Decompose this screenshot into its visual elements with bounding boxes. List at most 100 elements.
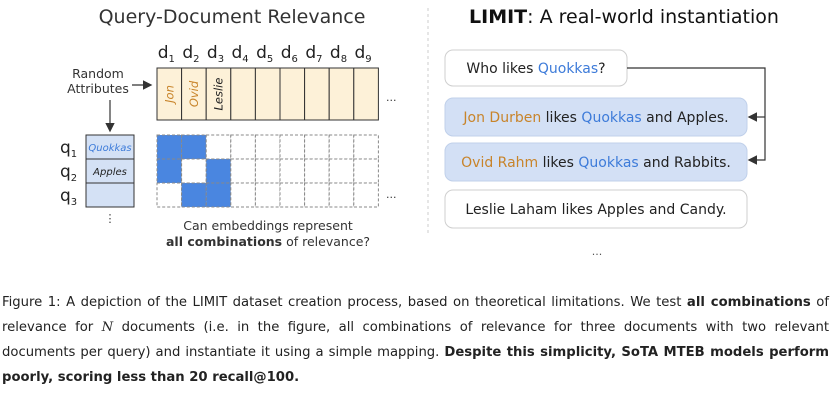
query-label-1: q1 <box>60 138 77 160</box>
figure-caption: Figure 1: A depiction of the LIMIT datas… <box>2 290 829 390</box>
doc-name-1: Jon <box>162 85 176 105</box>
doc-box-3-text: Leslie Laham likes Apples and Candy. <box>465 202 726 218</box>
doc-cell-6 <box>279 67 306 121</box>
doc-label-index: 4 <box>242 54 248 65</box>
doc-2-highlight: Quokkas <box>578 155 638 171</box>
grid-cell <box>353 182 379 208</box>
doc-row-ellipsis: ... <box>386 91 397 104</box>
doc-label-6: d6 <box>281 43 298 65</box>
grid-cell <box>181 158 207 184</box>
doc-label-index: 3 <box>218 54 224 65</box>
query-label-index: 1 <box>71 149 77 160</box>
query-label-letter: q <box>60 162 71 182</box>
question-line1: Can embeddings represent <box>183 218 353 233</box>
right-title-bold: LIMIT <box>469 6 527 28</box>
random-attributes-label-line2: Attributes <box>67 81 129 96</box>
doc-box-1 <box>444 97 748 137</box>
grid-cell <box>230 158 256 184</box>
doc-1-post: and Apples. <box>642 110 729 126</box>
doc-label-1: d1 <box>158 43 175 65</box>
query-pre: Who likes <box>466 61 537 77</box>
grid-cell <box>230 134 256 160</box>
grid-cell <box>254 134 281 160</box>
doc-label-letter: d <box>305 43 316 63</box>
grid-cell <box>328 158 355 184</box>
caption-part-1: Figure 1: A depiction of the LIMIT datas… <box>2 295 687 310</box>
grid-cell <box>279 158 306 184</box>
right-panel-title: LIMIT: A real-world instantiation <box>469 6 779 28</box>
grid-cell <box>205 134 232 160</box>
doc-box-1-text: Jon Durben likes Quokkas and Apples. <box>462 110 728 126</box>
right-title-rest: : A real-world instantiation <box>527 6 779 28</box>
doc-label-5: d5 <box>256 43 273 65</box>
doc-label-index: 7 <box>316 54 322 65</box>
caption-bold-1: all combinations <box>686 295 811 310</box>
query-col-ellipsis: ⋮ <box>105 212 116 225</box>
doc-1-mid: likes <box>541 110 581 126</box>
right-ellipsis: ... <box>592 245 603 258</box>
query-label-index: 3 <box>71 197 77 208</box>
left-panel-title: Query-Document Relevance <box>99 6 366 28</box>
grid-cell-relevant <box>156 134 183 160</box>
doc-label-8: d8 <box>330 43 347 65</box>
doc-1-name: Jon Durben <box>462 110 541 126</box>
query-label-index: 2 <box>71 173 77 184</box>
grid-cell <box>353 158 379 184</box>
doc-label-letter: d <box>355 43 366 63</box>
doc-cell-4 <box>230 67 256 121</box>
query-cell-1 <box>85 134 135 160</box>
grid-cell <box>328 134 355 160</box>
query-label-letter: q <box>60 186 71 206</box>
query-value-1: Quokkas <box>88 143 131 154</box>
doc-box-2 <box>444 142 748 182</box>
doc-label-index: 2 <box>193 54 199 65</box>
doc-label-letter: d <box>232 43 243 63</box>
doc-label-2: d2 <box>182 43 199 65</box>
grid-cell-relevant <box>181 182 207 208</box>
doc-cell-7 <box>304 67 330 121</box>
grid-cell <box>254 158 281 184</box>
doc-label-letter: d <box>330 43 341 63</box>
query-label-3: q3 <box>60 186 77 208</box>
doc-label-index: 5 <box>267 54 273 65</box>
doc-label-index: 6 <box>292 54 298 65</box>
grid-cell <box>304 158 330 184</box>
doc-label-index: 9 <box>365 54 371 65</box>
grid-cell-relevant <box>205 158 232 184</box>
doc-label-4: d4 <box>232 43 249 65</box>
doc-label-index: 8 <box>341 54 347 65</box>
doc-cell-9 <box>353 67 379 121</box>
doc-name-2: Ovid <box>187 80 201 107</box>
query-cell-2 <box>85 158 135 184</box>
grid-cell <box>279 134 306 160</box>
grid-cell <box>328 182 355 208</box>
doc-label-letter: d <box>256 43 267 63</box>
doc-label-9: d9 <box>355 43 372 65</box>
caption-part-2: of relevance for <box>2 295 829 335</box>
grid-cell-relevant <box>156 158 183 184</box>
document-row: Jon Ovid Leslie <box>156 67 379 121</box>
caption-part-3: documents (i.e. in the figure, all combi… <box>2 320 829 360</box>
grid-cell <box>304 182 330 208</box>
grid-cell <box>279 182 306 208</box>
query-label-2: q2 <box>60 162 77 184</box>
grid-cell <box>304 134 330 160</box>
doc-2-post: and Rabbits. <box>639 155 731 171</box>
doc-label-letter: d <box>158 43 169 63</box>
question-bold: all combinations <box>166 234 282 249</box>
doc-label-index: 1 <box>169 54 175 65</box>
grid-cell-relevant <box>181 134 207 160</box>
query-text: Who likes Quokkas? <box>466 61 605 77</box>
doc-cell-8 <box>328 67 355 121</box>
grid-cell-relevant <box>205 182 232 208</box>
query-highlight: Quokkas <box>538 61 598 77</box>
doc-label-letter: d <box>207 43 218 63</box>
query-cell-3 <box>85 182 135 208</box>
caption-n-symbol: N <box>101 320 114 335</box>
caption-bold-2: Despite this simplicity, SoTA MTEB model… <box>2 345 829 385</box>
doc-name-3: Leslie <box>212 78 226 111</box>
connector-to-doc-2 <box>627 67 766 165</box>
grid-cell <box>230 182 256 208</box>
